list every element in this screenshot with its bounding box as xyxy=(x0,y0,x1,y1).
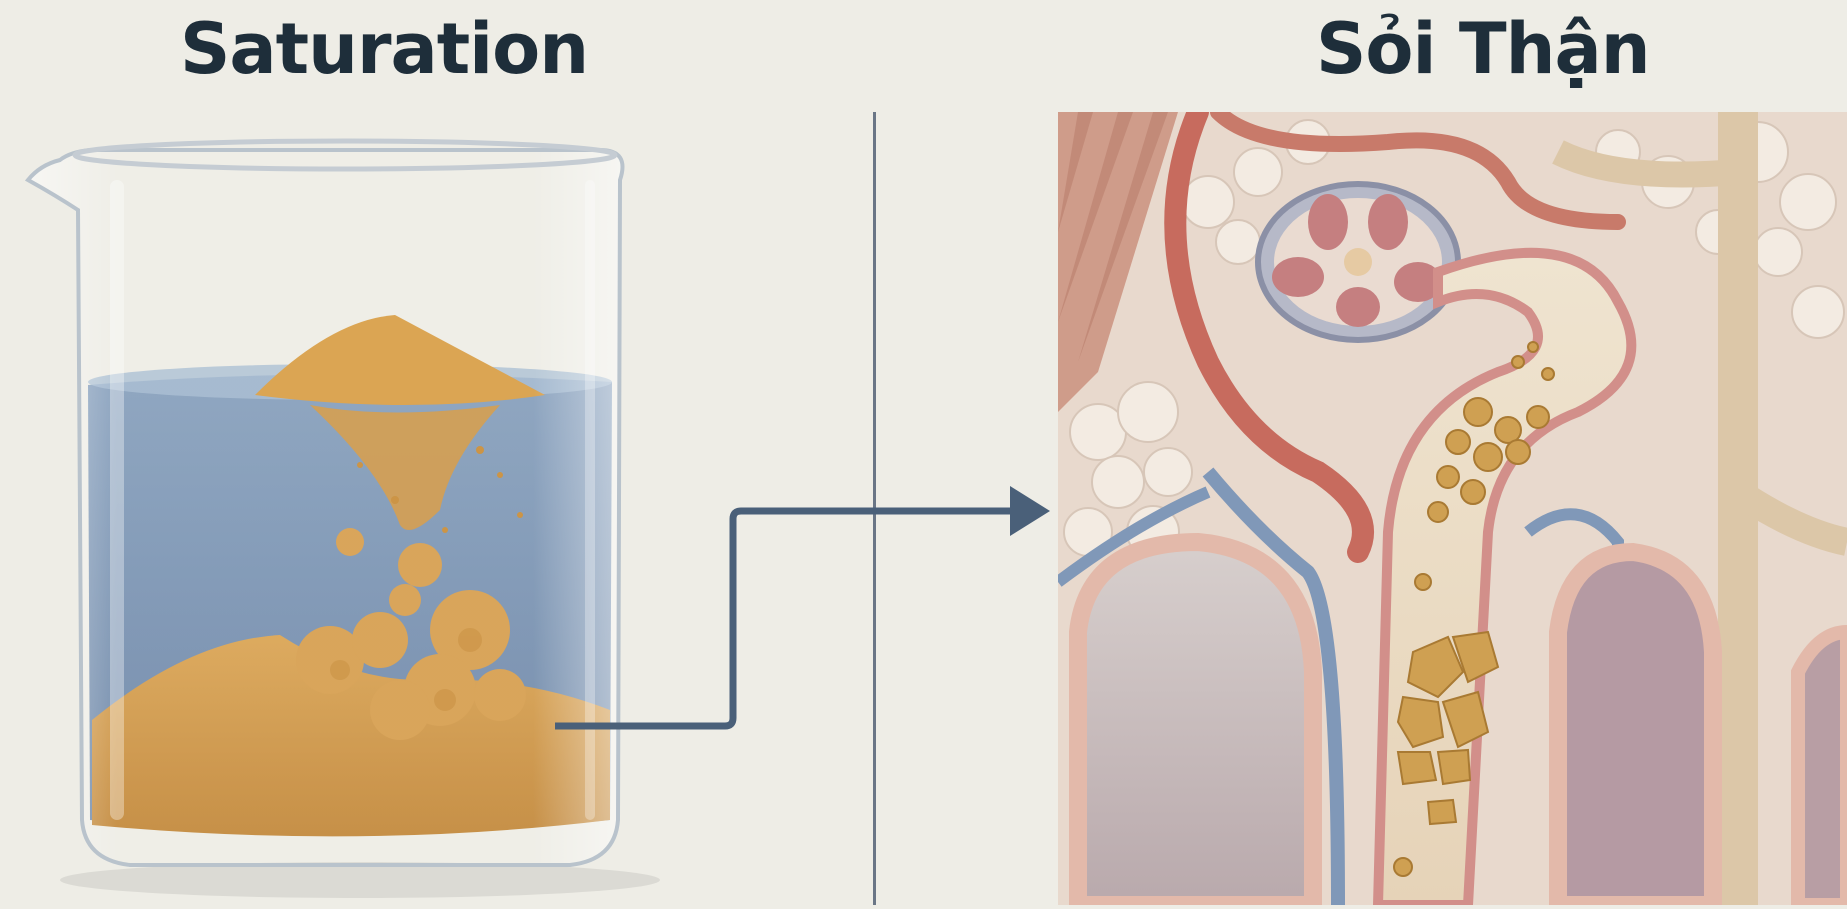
arrow-line xyxy=(555,511,1018,726)
arrowhead xyxy=(1010,486,1050,536)
